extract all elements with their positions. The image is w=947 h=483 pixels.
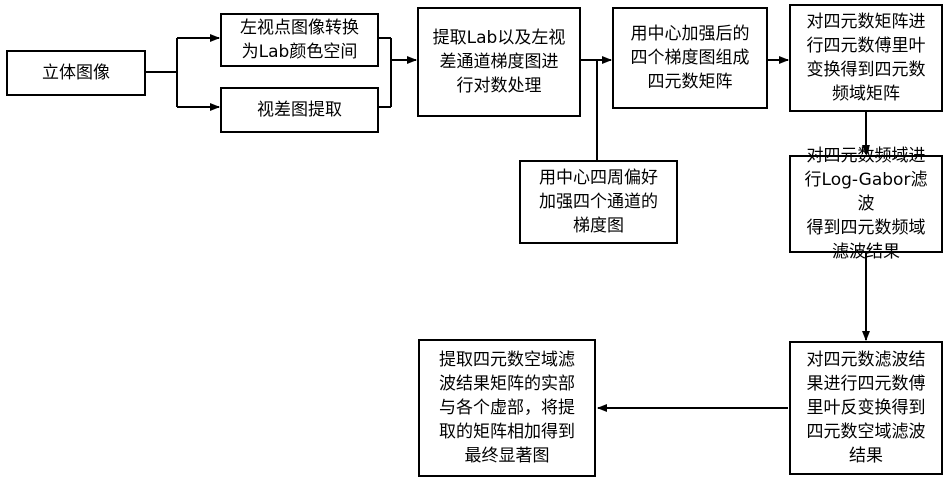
node-text-line: 得到四元数频域 (797, 216, 935, 240)
node-text: 左视点图像转换为Lab颜色空间 (240, 16, 359, 64)
node-text: 用中心加强后的四个梯度图组成四元数矩阵 (631, 22, 750, 94)
node-text-line: 行Log-Gabor滤波 (797, 168, 935, 216)
node-text-line: 用中心四周偏好 (539, 166, 658, 190)
node-text-line: 四元数空域滤波 (807, 420, 926, 444)
node-text-line: 波结果矩阵的实部 (439, 372, 575, 396)
node-text-line: 最终显著图 (439, 444, 575, 468)
node-text: 对四元数滤波结果进行四元数傅里叶反变换得到四元数空域滤波结果 (807, 348, 926, 468)
node-center-bias: 用中心四周偏好加强四个通道的梯度图 (519, 160, 678, 244)
node-text-line: 取的矩阵相加得到 (439, 420, 575, 444)
node-text: 视差图提取 (257, 98, 342, 122)
node-inverse-quaternion-fourier: 对四元数滤波结果进行四元数傅里叶反变换得到四元数空域滤波结果 (789, 341, 943, 475)
node-lab-conversion: 左视点图像转换为Lab颜色空间 (220, 13, 379, 67)
node-disparity-extraction: 视差图提取 (220, 87, 379, 133)
node-text-line: 对四元数频域进 (797, 144, 935, 168)
node-text-line: 梯度图 (539, 214, 658, 238)
node-text-line: 提取四元数空域滤 (439, 348, 575, 372)
node-text-line: 差通道梯度图进 (433, 50, 566, 74)
node-text-line: 滤波结果 (797, 240, 935, 264)
node-text-line: 行四元数傅里叶 (807, 34, 926, 58)
node-quaternion-matrix: 用中心加强后的四个梯度图组成四元数矩阵 (612, 7, 768, 109)
node-text: 提取Lab以及左视差通道梯度图进行对数处理 (433, 26, 566, 98)
node-text: 用中心四周偏好加强四个通道的梯度图 (539, 166, 658, 238)
node-text: 对四元数矩阵进行四元数傅里叶变换得到四元数频域矩阵 (807, 10, 926, 106)
node-text-line: 视差图提取 (257, 98, 342, 122)
node-text-line: 提取Lab以及左视 (433, 26, 566, 50)
node-text-line: 四元数矩阵 (631, 70, 750, 94)
node-text-line: 对四元数矩阵进 (807, 10, 926, 34)
node-text-line: 频域矩阵 (807, 82, 926, 106)
node-text: 对四元数频域进行Log-Gabor滤波得到四元数频域滤波结果 (797, 144, 935, 264)
node-text-line: 结果 (807, 444, 926, 468)
node-text-line: 变换得到四元数 (807, 58, 926, 82)
node-text-line: 加强四个通道的 (539, 190, 658, 214)
node-text-line: 里叶反变换得到 (807, 396, 926, 420)
node-text: 立体图像 (42, 61, 110, 85)
node-final-saliency: 提取四元数空域滤波结果矩阵的实部与各个虚部，将提取的矩阵相加得到最终显著图 (418, 339, 596, 477)
node-stereo-image: 立体图像 (6, 50, 146, 96)
node-quaternion-fourier: 对四元数矩阵进行四元数傅里叶变换得到四元数频域矩阵 (789, 4, 943, 112)
node-text-line: 与各个虚部，将提 (439, 396, 575, 420)
node-text: 提取四元数空域滤波结果矩阵的实部与各个虚部，将提取的矩阵相加得到最终显著图 (439, 348, 575, 468)
node-log-gabor-filter: 对四元数频域进行Log-Gabor滤波得到四元数频域滤波结果 (789, 155, 943, 253)
node-text-line: 对四元数滤波结 (807, 348, 926, 372)
node-text-line: 用中心加强后的 (631, 22, 750, 46)
node-text-line: 果进行四元数傅 (807, 372, 926, 396)
node-text-line: 左视点图像转换 (240, 16, 359, 40)
node-text-line: 为Lab颜色空间 (240, 40, 359, 64)
node-text-line: 四个梯度图组成 (631, 46, 750, 70)
node-text-line: 立体图像 (42, 61, 110, 85)
node-log-processing: 提取Lab以及左视差通道梯度图进行对数处理 (417, 7, 581, 117)
node-text-line: 行对数处理 (433, 74, 566, 98)
